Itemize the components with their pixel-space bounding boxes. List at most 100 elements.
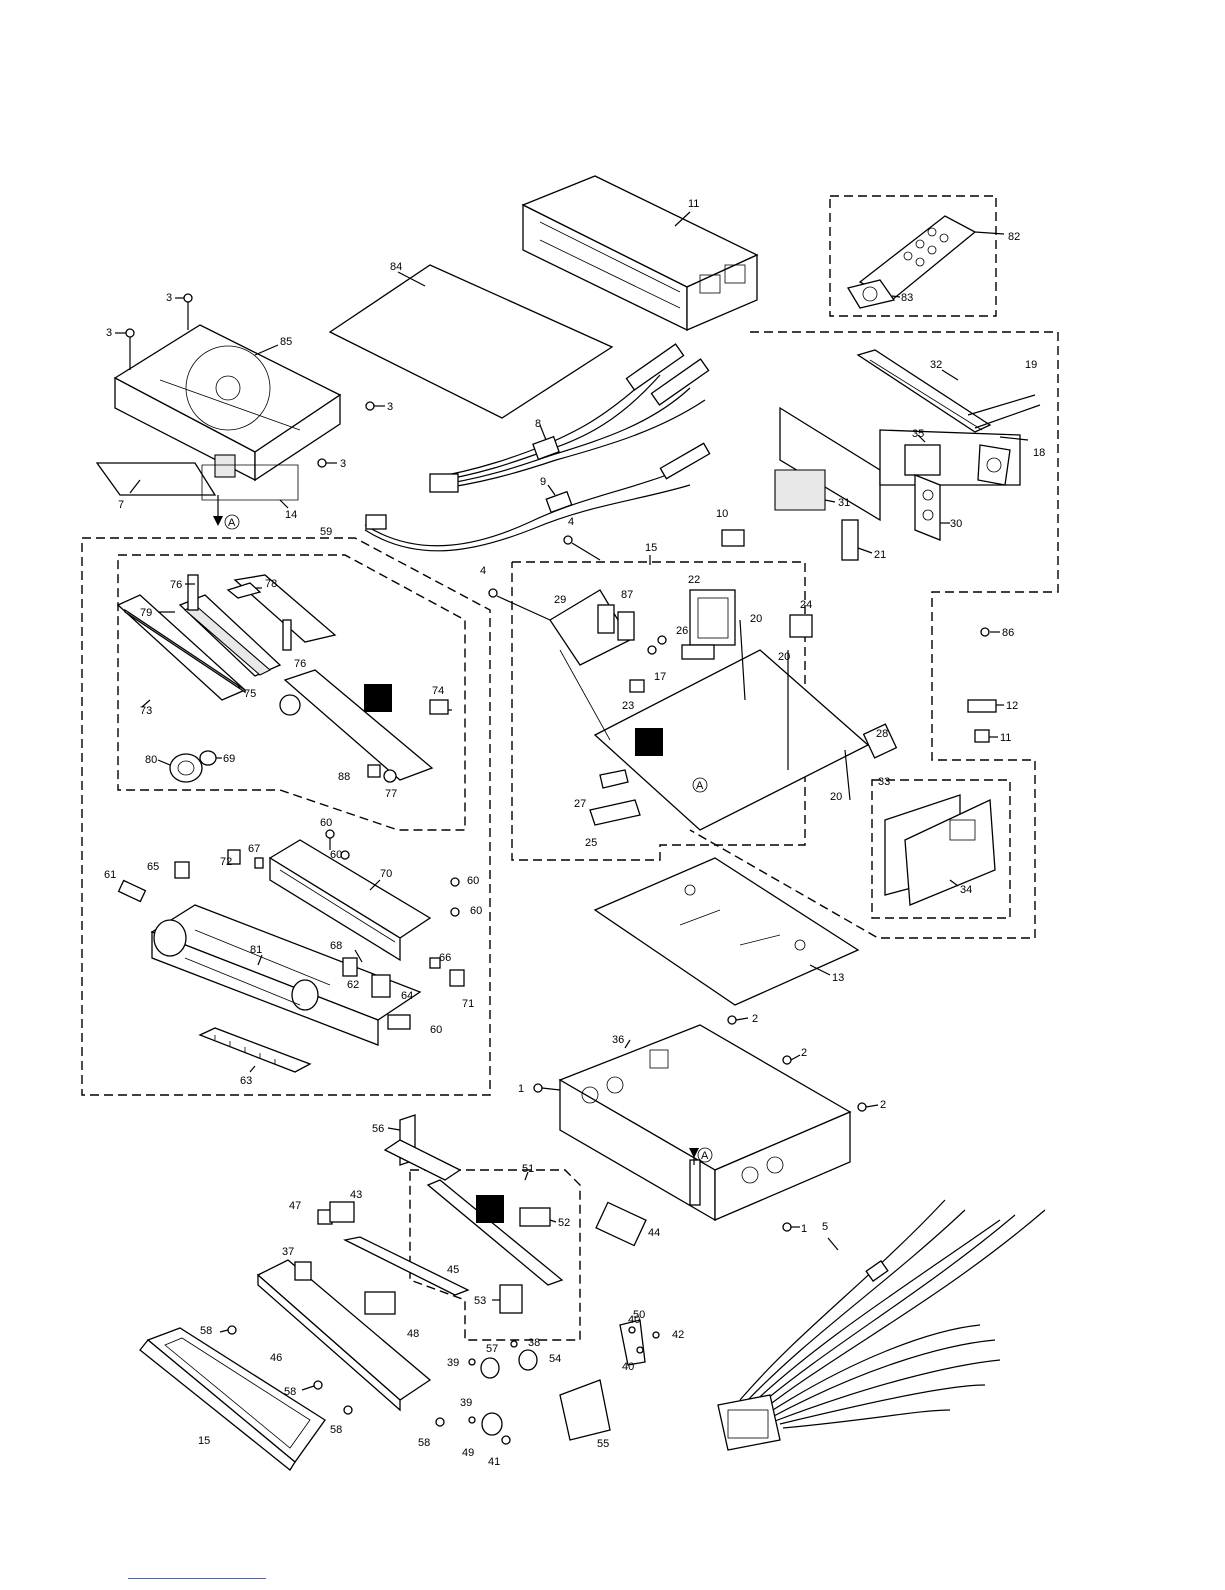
small-parts-front [117, 829, 465, 1030]
callout-24: 23 [622, 700, 634, 712]
callout-44: 43 [350, 1189, 362, 1201]
callout-29: 28 [876, 728, 888, 740]
callout-62: 60 [430, 1024, 442, 1036]
callout-33: 32 [930, 359, 942, 371]
insulator-sheet-14 [593, 857, 860, 1006]
callout-21c: 20 [830, 791, 842, 803]
callout-80: 78 [265, 578, 277, 590]
rca-cable-8 [429, 343, 710, 493]
callout-34: 33 [878, 776, 890, 788]
callout-54: 53 [474, 1295, 486, 1307]
flex-cable-7 [95, 462, 217, 496]
callout-41b: 40 [622, 1361, 634, 1373]
front-panel-83 [150, 904, 422, 1046]
callout-3d: 3 [340, 458, 346, 470]
callout-59b: 58 [284, 1386, 296, 1398]
callout-53: 52 [558, 1217, 570, 1229]
callout-90: 88 [338, 771, 350, 783]
callout-22: 21 [874, 549, 886, 561]
callout-73: 71 [462, 998, 474, 1010]
wire-harness-5 [717, 1199, 1046, 1451]
part-13 [967, 699, 997, 713]
callout-41a: 40 [628, 1314, 640, 1326]
bracket-57 [383, 1114, 462, 1181]
controls-lower [468, 1319, 660, 1445]
screws-3 [115, 293, 385, 468]
callout-38: 37 [282, 1246, 294, 1258]
callout-21a: 20 [750, 613, 762, 625]
group-outlines [81, 195, 1059, 1341]
callout-43: 42 [672, 1329, 684, 1341]
callout-64: 62 [347, 979, 359, 991]
screw-88 [980, 627, 990, 637]
callout-13: 12 [1006, 700, 1018, 712]
callout-1a: 1 [518, 1083, 524, 1095]
callout-51: 50 [633, 1309, 645, 1321]
callout-12: 11 [688, 198, 699, 210]
callout-84: 82 [1008, 231, 1020, 243]
callout-72: 70 [380, 868, 392, 880]
callout-32: 31 [838, 497, 850, 509]
callout-68: 66 [439, 952, 451, 964]
callout-45: 44 [648, 1227, 660, 1239]
callout-30: 29 [554, 594, 566, 606]
callout-50: 49 [462, 1447, 474, 1459]
rear-bracket-parts [774, 349, 1041, 561]
reference-marker-a-2: A [696, 780, 704, 792]
callout-9: 9 [540, 476, 546, 488]
callout-59d: 58 [418, 1437, 430, 1449]
callout-19: 18 [1033, 447, 1045, 459]
callout-58: 57 [486, 1343, 498, 1355]
callout-48: 47 [289, 1200, 301, 1212]
callout-87: 85 [280, 336, 292, 348]
sheet-15 [201, 464, 299, 501]
callout-67: 65 [147, 861, 159, 873]
callout-79: 77 [385, 788, 397, 800]
callout-70: 68 [330, 940, 342, 952]
footer-rule [128, 1578, 266, 1579]
callout-25: 24 [800, 599, 812, 611]
remote-battery-85 [846, 279, 901, 309]
callout-61a: 60 [320, 817, 332, 829]
reference-marker-a-1: A [228, 517, 236, 529]
callout-10: 10 [716, 508, 728, 520]
screws-1-2 [533, 1015, 879, 1232]
callout-69: 67 [248, 843, 260, 855]
lower-front-parts [139, 1201, 647, 1471]
callout-16: 15 [198, 1435, 210, 1447]
callout-23: 22 [688, 574, 700, 586]
callout-63: 61 [104, 869, 116, 881]
knob-82-ring-71 [157, 750, 222, 783]
callout-27: 26 [676, 625, 688, 637]
callout-49: 48 [407, 1328, 419, 1340]
sleeve-part-12 [521, 175, 759, 332]
callout-17: 15 [645, 542, 657, 554]
callout-61d: 60 [470, 905, 482, 917]
callout-28: 27 [574, 798, 586, 810]
callout-57: 56 [372, 1123, 384, 1135]
callout-60: 59 [320, 526, 332, 538]
callout-39: 38 [528, 1337, 540, 1349]
callout-5: 5 [822, 1221, 828, 1233]
display-subgroup-outline [117, 554, 466, 831]
callout-52: 51 [522, 1163, 534, 1175]
callout-2c: 2 [880, 1099, 886, 1111]
callout-81: 79 [140, 607, 152, 619]
callout-66: 64 [401, 990, 413, 1002]
callout-3c: 3 [387, 401, 393, 413]
callout-31: 30 [950, 518, 962, 530]
main-board-group-outline [511, 561, 806, 861]
cd-mechanism-87 [113, 324, 342, 482]
callout-2a: 2 [752, 1013, 758, 1025]
callout-labels: 11 82 83 84 3 3 3 3 85 7 14 8 9 59 32 19… [104, 198, 1045, 1468]
callout-14: 13 [832, 972, 844, 984]
callout-88: 86 [1002, 627, 1014, 639]
callout-78b: 76 [294, 658, 306, 670]
reference-marker-a-3: A [701, 1150, 709, 1162]
callout-26: 25 [585, 837, 597, 849]
subgroup-52-box [409, 1169, 581, 1341]
callout-71: 69 [223, 753, 235, 765]
callout-8: 8 [535, 418, 541, 430]
callout-7: 7 [118, 499, 124, 511]
